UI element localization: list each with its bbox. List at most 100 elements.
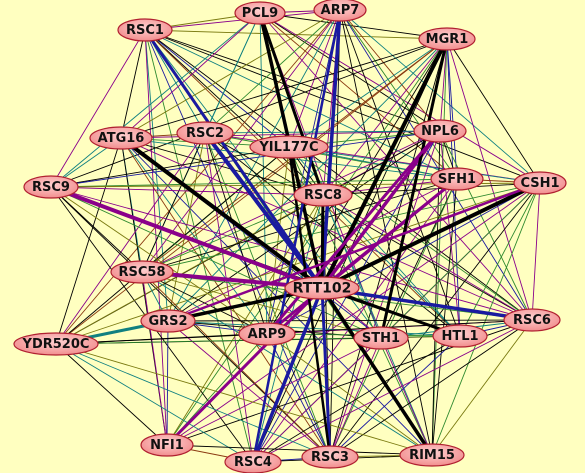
edge-mgr1-nfi1 xyxy=(166,38,448,446)
node-yil177c[interactable]: YIL177C xyxy=(249,135,329,159)
edge-sfh1-rsc3 xyxy=(329,178,458,458)
node-shape-csh1 xyxy=(513,171,567,195)
edge-rsc9-sfh1 xyxy=(50,178,458,188)
edge-mgr1-csh1 xyxy=(446,38,541,184)
node-grs2[interactable]: GRS2 xyxy=(140,309,196,333)
edge-nfi1-rtt102 xyxy=(165,286,324,447)
node-shape-arp9 xyxy=(238,322,296,346)
edge-nfi1-rim15 xyxy=(166,444,433,456)
node-arp7[interactable]: ARP7 xyxy=(313,0,367,22)
node-rtt102[interactable]: RTT102 xyxy=(284,276,360,300)
node-npl6[interactable]: NPL6 xyxy=(413,119,467,143)
edge-sth1-rsc4 xyxy=(252,337,382,463)
edge-arp7-sfh1 xyxy=(339,9,458,180)
node-label-rsc8: RSC8 xyxy=(304,188,342,203)
edge-mgr1-rsc6 xyxy=(446,38,533,321)
edge-mgr1-sfh1 xyxy=(446,38,458,180)
edge-rsc8-ydr520c xyxy=(55,194,324,345)
node-mgr1[interactable]: MGR1 xyxy=(418,27,476,51)
edge-arp7-atg16 xyxy=(120,9,341,139)
edge-arp7-htl1 xyxy=(339,9,461,337)
node-rsc3[interactable]: RSC3 xyxy=(301,445,359,469)
edge-rsc2-rsc3 xyxy=(204,132,331,458)
edge-rsc8-csh1 xyxy=(322,182,541,196)
node-shape-rsc1 xyxy=(117,18,173,42)
edge-rsc58-rim15 xyxy=(141,271,433,456)
edge-rsc8-rtt102 xyxy=(320,193,325,290)
node-label-htl1: HTL1 xyxy=(441,329,478,344)
edge-arp9-sfh1 xyxy=(265,177,459,336)
node-atg16[interactable]: ATG16 xyxy=(89,126,153,150)
node-shape-rsc2 xyxy=(176,121,234,145)
edge-npl6-rsc6 xyxy=(439,130,533,321)
edge-csh1-rtt102 xyxy=(320,181,542,290)
node-shape-npl6 xyxy=(413,119,467,143)
edge-arp7-ydr520c xyxy=(55,9,341,345)
edge-pcl9-rsc9 xyxy=(50,12,261,188)
edge-atg16-npl6 xyxy=(120,130,441,139)
node-label-rsc3: RSC3 xyxy=(311,450,349,465)
node-shape-pcl9 xyxy=(234,1,286,25)
edge-arp7-csh1 xyxy=(339,9,541,184)
edge-arp7-npl6 xyxy=(339,9,441,132)
node-label-yil177c: YIL177C xyxy=(258,140,318,155)
node-label-rim15: RIM15 xyxy=(409,448,455,463)
node-label-rsc6: RSC6 xyxy=(513,313,551,328)
node-shape-htl1 xyxy=(432,324,488,348)
node-shape-arp7 xyxy=(313,0,367,22)
node-label-arp9: ARP9 xyxy=(248,327,287,342)
node-rsc6[interactable]: RSC6 xyxy=(503,308,561,332)
node-shape-sfh1 xyxy=(430,167,484,191)
edge-sth1-rsc3 xyxy=(329,337,382,458)
node-label-sth1: STH1 xyxy=(362,331,400,346)
edge-csh1-grs2 xyxy=(166,181,542,323)
node-label-arp7: ARP7 xyxy=(321,3,360,18)
edge-grs2-rsc3 xyxy=(167,320,331,458)
edge-rsc6-rsc3 xyxy=(329,319,533,458)
edge-ydr520c-nfi1 xyxy=(55,343,168,446)
edge-rsc3-rtt102 xyxy=(320,286,332,459)
node-ydr520c[interactable]: YDR520C xyxy=(13,332,99,356)
edge-mgr1-sth1 xyxy=(379,37,449,340)
node-sth1[interactable]: STH1 xyxy=(353,326,409,350)
node-label-pcl9: PCL9 xyxy=(242,6,278,21)
edge-rsc1-yil177c xyxy=(144,29,290,148)
node-csh1[interactable]: CSH1 xyxy=(513,171,567,195)
edge-ydr520c-rsc4 xyxy=(55,343,254,463)
edge-mgr1-rsc8 xyxy=(322,38,448,196)
node-shape-rsc58 xyxy=(110,260,174,284)
edge-mgr1-rsc3 xyxy=(329,38,448,458)
node-rsc58[interactable]: RSC58 xyxy=(110,260,174,284)
edge-csh1-rsc6 xyxy=(531,182,541,321)
node-rim15[interactable]: RIM15 xyxy=(399,443,465,467)
node-rsc8[interactable]: RSC8 xyxy=(293,183,353,207)
node-label-ydr520c: YDR520C xyxy=(22,337,90,352)
node-nfi1[interactable]: NFI1 xyxy=(140,433,194,457)
edge-arp9-rsc3 xyxy=(266,333,331,458)
edge-rsc58-sth1 xyxy=(141,271,382,339)
edge-sth1-rim15 xyxy=(380,337,433,456)
node-htl1[interactable]: HTL1 xyxy=(432,324,488,348)
edge-pcl9-rsc8 xyxy=(258,11,325,197)
edge-rsc9-arp9 xyxy=(50,186,268,335)
edge-rsc2-rsc58 xyxy=(141,132,206,273)
node-label-sfh1: SFH1 xyxy=(438,172,476,187)
edge-arp7-grs2 xyxy=(167,9,341,322)
node-shape-grs2 xyxy=(140,309,196,333)
node-rsc9[interactable]: RSC9 xyxy=(23,175,79,199)
node-pcl9[interactable]: PCL9 xyxy=(234,1,286,25)
node-shape-nfi1 xyxy=(140,433,194,457)
edge-rsc58-rsc3 xyxy=(141,271,331,458)
node-rsc1[interactable]: RSC1 xyxy=(117,18,173,42)
node-label-rsc2: RSC2 xyxy=(186,126,224,141)
node-arp9[interactable]: ARP9 xyxy=(238,322,296,346)
node-rsc2[interactable]: RSC2 xyxy=(176,121,234,145)
edge-pcl9-arp9 xyxy=(259,12,268,335)
node-shape-rsc8 xyxy=(293,183,353,207)
node-sfh1[interactable]: SFH1 xyxy=(430,167,484,191)
node-rsc4[interactable]: RSC4 xyxy=(224,450,282,473)
edge-npl6-arp9 xyxy=(265,129,442,336)
